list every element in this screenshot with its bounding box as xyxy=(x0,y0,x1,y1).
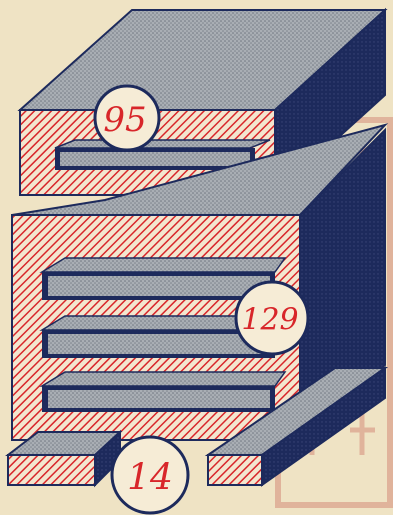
middle-block-slot-3 xyxy=(42,372,285,412)
label-129-text: 129 xyxy=(241,303,298,338)
label-14-text: 14 xyxy=(127,458,173,499)
label-95-text: 95 xyxy=(103,100,146,140)
label-129-badge: 129 xyxy=(236,282,308,354)
label-95-badge: 95 xyxy=(95,86,159,150)
label-14-badge: 14 xyxy=(112,437,188,513)
